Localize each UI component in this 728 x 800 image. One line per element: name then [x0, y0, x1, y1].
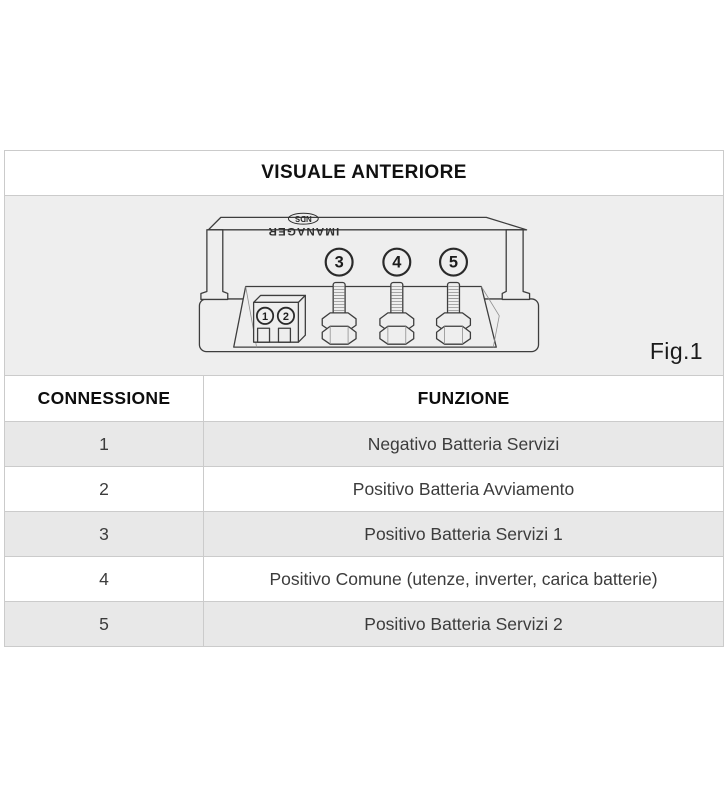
- terminal-3-badge: [324, 247, 354, 277]
- bolt-terminal-4: 4: [379, 247, 415, 345]
- brand-oval: [287, 212, 319, 225]
- connection-cell: 4: [4, 556, 204, 602]
- left-flange: [200, 229, 229, 301]
- connection-table: CONNESSIONE FUNZIONE 1 Negativo Batteria…: [4, 375, 724, 647]
- svg-text:4: 4: [392, 254, 402, 272]
- connection-cell: 5: [4, 601, 204, 647]
- table-row: 1 Negativo Batteria Servizi: [4, 421, 724, 467]
- device-diagram: IMANAGER NDS 1 2: [198, 212, 540, 353]
- column-header-funzione: FUNZIONE: [203, 375, 724, 422]
- figure-document: VISUALE ANTERIORE IMANAGER NDS: [4, 150, 724, 647]
- terminal-4-badge: [382, 247, 412, 277]
- diagram-panel: IMANAGER NDS 1 2: [4, 195, 724, 376]
- terminal-2-badge: [276, 306, 295, 325]
- connection-cell: 2: [4, 466, 204, 512]
- svg-text:5: 5: [449, 254, 458, 272]
- table-row: 5 Positivo Batteria Servizi 2: [4, 601, 724, 647]
- device-top-face: [207, 216, 528, 231]
- connection-cell: 3: [4, 511, 204, 557]
- function-cell: Positivo Comune (utenze, inverter, caric…: [203, 556, 724, 602]
- function-cell: Positivo Batteria Avviamento: [203, 466, 724, 512]
- section-header: VISUALE ANTERIORE: [4, 150, 724, 196]
- bolt-terminal-5: 5: [435, 247, 472, 345]
- page-title: VISUALE ANTERIORE: [261, 162, 467, 183]
- figure-label: Fig.1: [649, 338, 703, 364]
- device-model-text: IMANAGER: [267, 225, 339, 237]
- table-row: 4 Positivo Comune (utenze, inverter, car…: [4, 556, 724, 602]
- right-flange: [501, 229, 531, 301]
- terminal-5-badge: [438, 247, 469, 277]
- connection-cell: 1: [4, 421, 204, 467]
- function-cell: Negativo Batteria Servizi: [203, 421, 724, 467]
- table-row: 3 Positivo Batteria Servizi 1: [4, 511, 724, 557]
- svg-text:1: 1: [262, 311, 268, 323]
- table-header-row: CONNESSIONE FUNZIONE: [4, 375, 724, 422]
- device-brand-label: IMANAGER NDS: [267, 212, 339, 237]
- function-cell: Positivo Batteria Servizi 1: [203, 511, 724, 557]
- function-cell: Positivo Batteria Servizi 2: [203, 601, 724, 647]
- terminal-1-badge: [256, 306, 275, 325]
- column-header-connessione: CONNESSIONE: [4, 375, 204, 422]
- device-brand-text: NDS: [295, 214, 312, 223]
- connector-block: 1 2: [252, 294, 306, 343]
- bolt-terminal-3: 3: [321, 247, 357, 345]
- table-row: 2 Positivo Batteria Avviamento: [4, 466, 724, 512]
- svg-text:2: 2: [283, 311, 289, 323]
- svg-text:3: 3: [335, 254, 344, 272]
